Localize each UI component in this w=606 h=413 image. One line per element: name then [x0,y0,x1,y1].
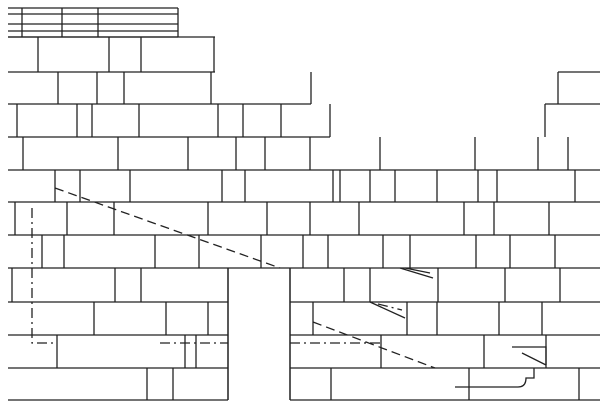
molding-profile [455,368,535,388]
hatch-line [404,267,431,274]
hatch-line [377,303,403,311]
hatch-line [369,301,406,319]
dashed-diagonal-lower [312,321,436,369]
dashed-diagonal [54,187,281,269]
hatch-line [399,267,434,279]
hatch-line [521,352,547,366]
step-outline [512,346,547,365]
dash-dot-outline [31,208,55,344]
